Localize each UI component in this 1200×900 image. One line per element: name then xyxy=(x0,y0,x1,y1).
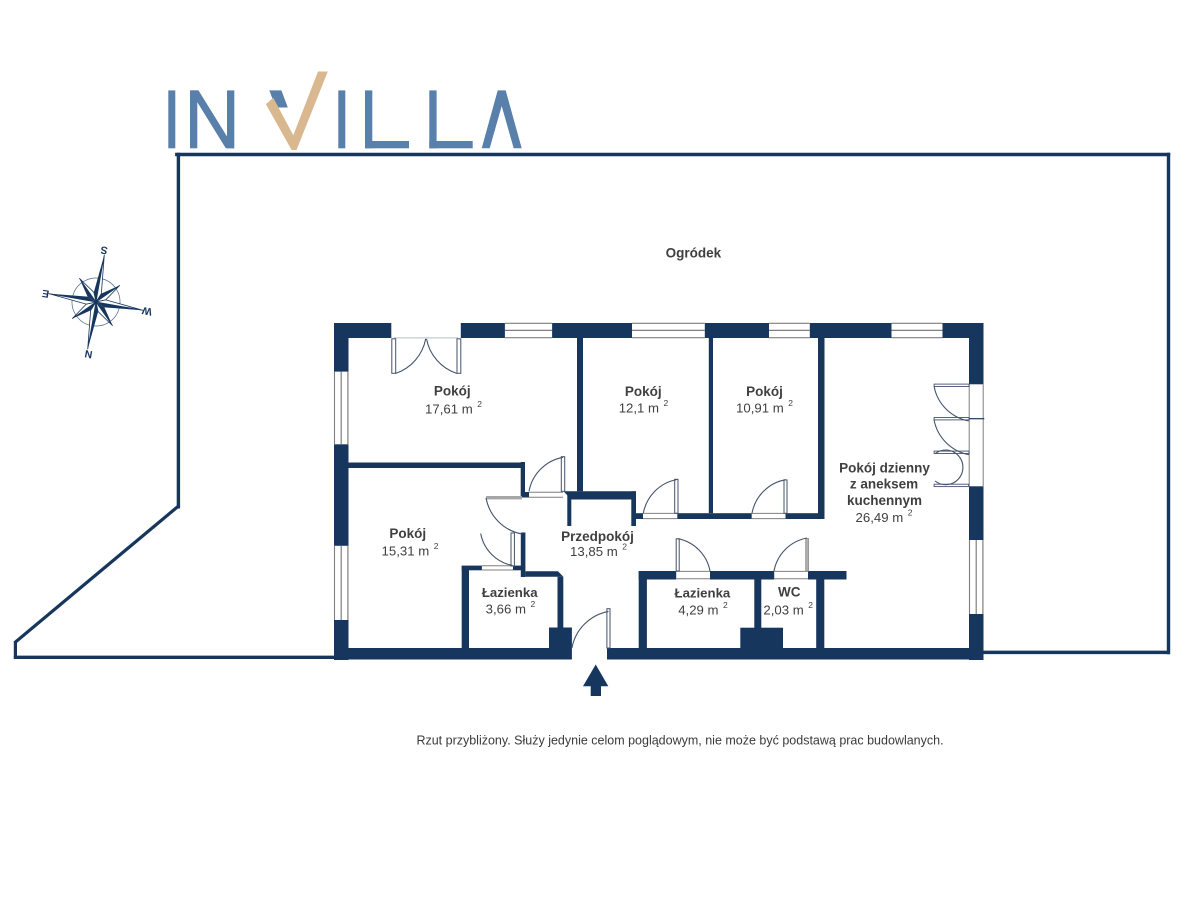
svg-text:15,31 m2: 15,31 m2 xyxy=(382,541,439,559)
svg-text:Przedpokój: Przedpokój xyxy=(561,529,634,544)
svg-text:Pokój: Pokój xyxy=(746,384,783,399)
svg-text:Rzut przybliżony. Służy jedyni: Rzut przybliżony. Służy jedynie celom po… xyxy=(416,734,943,748)
svg-text:4,29 m2: 4,29 m2 xyxy=(678,600,728,618)
svg-text:N: N xyxy=(84,347,94,360)
svg-text:3,66 m2: 3,66 m2 xyxy=(486,599,536,617)
svg-text:Pokój dzienny: Pokój dzienny xyxy=(839,461,930,476)
svg-text:26,49 m2: 26,49 m2 xyxy=(856,507,913,525)
svg-text:kuchennym: kuchennym xyxy=(847,493,922,508)
svg-text:Pokój: Pokój xyxy=(625,384,662,399)
svg-text:17,61 m2: 17,61 m2 xyxy=(425,399,482,417)
svg-text:z aneksem: z aneksem xyxy=(850,476,918,491)
svg-text:E: E xyxy=(41,287,50,300)
svg-text:Pokój: Pokój xyxy=(389,526,426,541)
svg-text:WC: WC xyxy=(778,585,801,600)
svg-text:S: S xyxy=(100,243,109,256)
svg-text:Pokój: Pokój xyxy=(434,384,471,399)
svg-text:10,91 m2: 10,91 m2 xyxy=(736,398,793,416)
svg-text:W: W xyxy=(141,304,153,318)
svg-text:12,1 m2: 12,1 m2 xyxy=(619,398,669,416)
svg-text:Łazienka: Łazienka xyxy=(482,585,538,600)
svg-text:2,03 m2: 2,03 m2 xyxy=(763,600,813,618)
svg-text:Ogródek: Ogródek xyxy=(666,246,722,261)
svg-text:13,85 m2: 13,85 m2 xyxy=(570,541,627,559)
svg-text:Łazienka: Łazienka xyxy=(675,586,731,601)
